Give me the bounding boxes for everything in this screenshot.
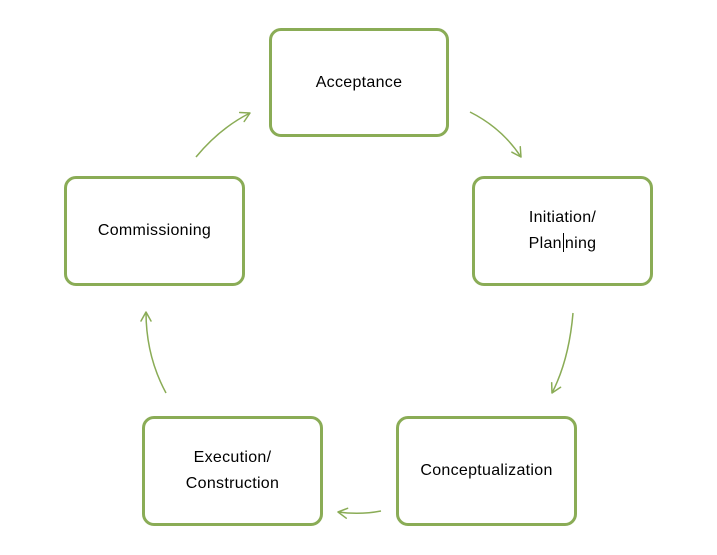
arrow-conceptualization-to-execution bbox=[337, 507, 382, 519]
arrow-acceptance-to-initiation bbox=[469, 111, 522, 158]
node-conceptualization: Conceptualization bbox=[396, 416, 577, 526]
node-commissioning: Commissioning bbox=[64, 176, 245, 286]
node-execution-label: Execution/ Construction bbox=[186, 445, 279, 497]
acceptance-text: Acceptance bbox=[315, 73, 403, 91]
node-acceptance-label: Acceptance bbox=[316, 70, 403, 96]
initiation-text: Initiation/ bbox=[528, 209, 597, 226]
planning-text-part1: Plan bbox=[528, 235, 562, 252]
arrow-initiation-to-conceptualization bbox=[550, 312, 574, 394]
construction-text: Construction bbox=[185, 475, 280, 492]
arrow-execution-to-commissioning bbox=[140, 311, 167, 394]
node-conceptualization-label: Conceptualization bbox=[420, 458, 552, 484]
node-execution-construction: Execution/ Construction bbox=[142, 416, 323, 526]
commissioning-text: Commissioning bbox=[97, 222, 212, 239]
conceptualization-text: Conceptualization bbox=[420, 462, 553, 479]
planning-text-part2: ning bbox=[564, 235, 597, 252]
execution-text: Execution/ bbox=[193, 449, 272, 466]
node-acceptance: Acceptance bbox=[269, 28, 449, 137]
node-commissioning-label: Commissioning bbox=[98, 218, 211, 244]
arrow-commissioning-to-acceptance bbox=[195, 111, 251, 158]
text-cursor bbox=[562, 233, 564, 252]
